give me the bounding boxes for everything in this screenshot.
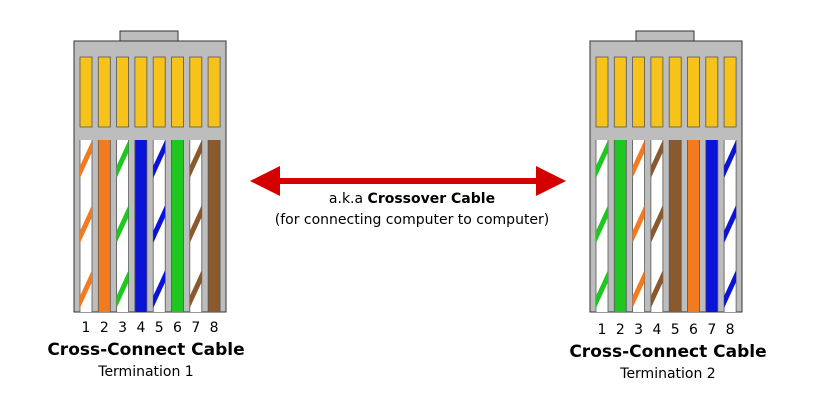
wire-pin-8-blue-white-striped	[723, 140, 737, 312]
connector-title: Cross-Connect Cable	[47, 340, 244, 360]
connector-latch	[119, 30, 179, 42]
wire-pin-8-brown	[207, 140, 221, 312]
gold-contact	[152, 56, 166, 128]
wire-pin-5-blue-white-striped	[152, 140, 166, 312]
gold-contact	[668, 56, 682, 128]
wire-pin-6-orange	[687, 140, 700, 312]
wire-pin-3-green-white-striped	[116, 140, 129, 312]
wire-pin-2-green	[613, 140, 627, 312]
pin-number: 4	[652, 322, 661, 338]
connector-body	[589, 40, 743, 313]
wire-pin-4-brown-white-striped	[650, 140, 664, 312]
wire-slots	[79, 140, 221, 312]
pin-number: 6	[173, 320, 182, 336]
gold-contact	[207, 56, 221, 128]
arrow-label: a.k.a Crossover Cable	[329, 191, 495, 207]
gold-contacts	[79, 56, 221, 128]
pin-number: 7	[191, 320, 200, 336]
gold-contact	[705, 56, 719, 128]
pin-number: 3	[634, 322, 643, 338]
wire-pin-6-green	[171, 140, 184, 312]
gold-contact	[613, 56, 627, 128]
connector-latch	[635, 30, 695, 42]
arrow-label-bold: Crossover Cable	[368, 191, 496, 207]
pin-number: 1	[82, 320, 91, 336]
gold-contact	[134, 56, 148, 128]
pin-number: 4	[136, 320, 145, 336]
wire-pin-2-orange	[97, 140, 111, 312]
connector-title: Cross-Connect Cable	[569, 342, 766, 362]
gold-contact	[687, 56, 700, 128]
gold-contact	[723, 56, 737, 128]
pin-number: 6	[689, 322, 698, 338]
gold-contact	[97, 56, 111, 128]
connector-subtitle: Termination 2	[619, 366, 715, 382]
pin-number: 8	[210, 320, 219, 336]
arrow-head-left	[250, 166, 280, 196]
gold-contact	[650, 56, 664, 128]
connector-subtitle: Termination 1	[97, 364, 193, 380]
arrow-label-prefix: a.k.a	[329, 191, 368, 207]
pin-number: 5	[671, 322, 680, 338]
wire-slots	[595, 140, 737, 312]
gold-contact	[171, 56, 184, 128]
gold-contact	[79, 56, 93, 128]
arrow-subtitle: (for connecting computer to computer)	[275, 212, 550, 228]
gold-contact	[116, 56, 129, 128]
wire-pin-1-orange-white-striped	[79, 140, 93, 312]
wire-pin-5-brown	[668, 140, 682, 312]
pin-number: 1	[598, 322, 607, 338]
wire-pin-1-green-white-striped	[595, 140, 609, 312]
gold-contact	[632, 56, 645, 128]
wire-pin-7-blue	[705, 140, 719, 312]
wire-pin-7-brown-white-striped	[189, 140, 203, 312]
crossover-arrow	[250, 166, 566, 196]
pin-number: 7	[707, 322, 716, 338]
pin-number: 3	[118, 320, 127, 336]
connector-body	[73, 40, 227, 313]
pin-number: 8	[726, 322, 735, 338]
wire-pin-3-orange-white-striped	[632, 140, 645, 312]
pin-number: 2	[100, 320, 109, 336]
gold-contact	[189, 56, 203, 128]
gold-contact	[595, 56, 609, 128]
pin-number: 5	[155, 320, 164, 336]
wire-pin-4-blue	[134, 140, 148, 312]
arrow-head-right	[536, 166, 566, 196]
pin-number: 2	[616, 322, 625, 338]
gold-contacts	[595, 56, 737, 128]
